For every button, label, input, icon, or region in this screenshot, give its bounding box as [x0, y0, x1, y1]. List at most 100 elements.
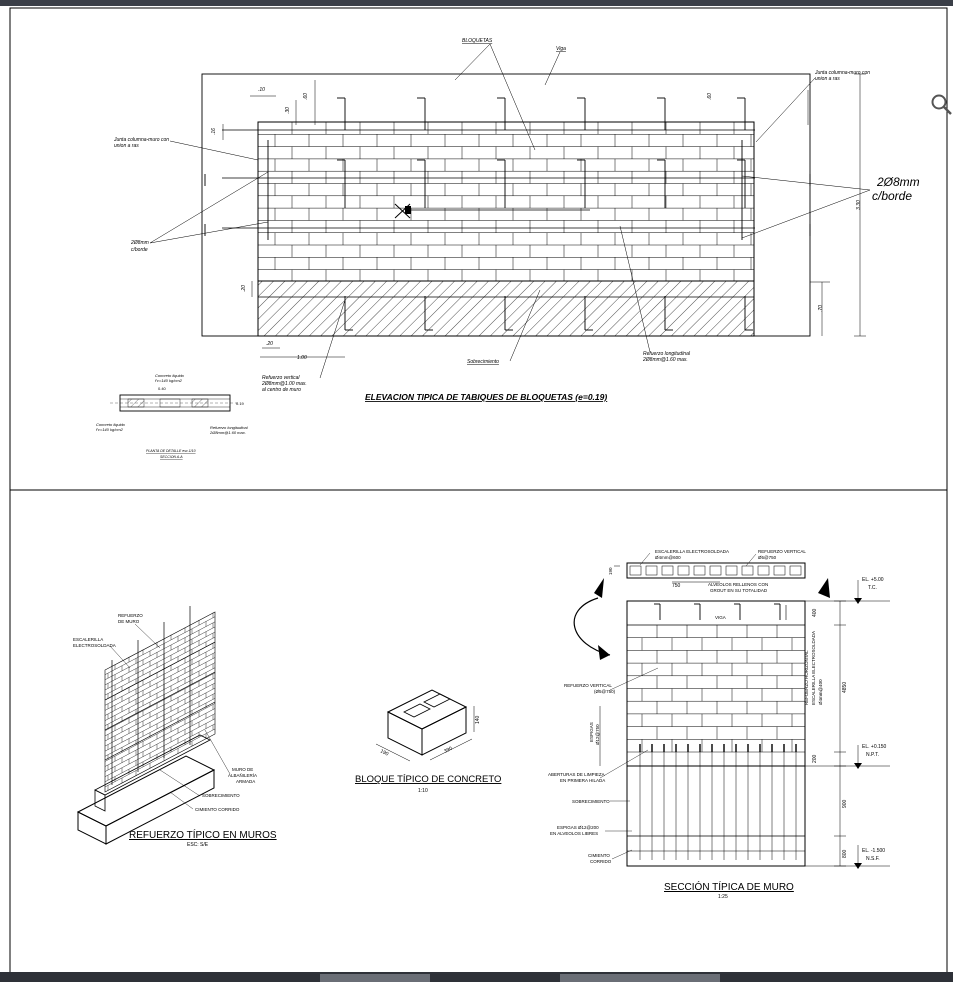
- zoom-icon[interactable]: [929, 92, 953, 116]
- sec-label-aberturas-1: ABERTURAS DE LIMPIEZA: [548, 772, 605, 777]
- sec-label-espigas-1: ESPIGAS Ø12@200: [557, 825, 599, 830]
- section-plan-strip: [626, 562, 806, 579]
- elevation-view: BLOQUETAS Viga Junta columna-muro con un…: [113, 38, 920, 402]
- section-brick-courses: [627, 624, 805, 753]
- dim-330: 3.30: [856, 200, 862, 210]
- sec-label-viga: VIGA: [715, 615, 726, 620]
- level-top-1: EL. +5.00: [862, 577, 884, 583]
- section-dimensions: [805, 580, 890, 867]
- plan-dim-top: 0.40: [158, 386, 167, 391]
- section-wall: [626, 600, 806, 767]
- iso-label-escalerilla-1: ESCALERILLA: [73, 637, 103, 642]
- label-bars-left-1: 2Ø8mm: [130, 240, 149, 246]
- iso-course: [104, 621, 216, 680]
- dim-100: 1.00: [297, 355, 307, 361]
- sec-label-espigas-left-2: Ø12@750: [595, 724, 600, 745]
- iso-course: [104, 636, 216, 696]
- plan-label-br-1: Refuerzo longitudinal: [210, 425, 248, 430]
- label-junta-right-1: Junta columna-muro con: [814, 70, 870, 76]
- sec-label-espigas-2: EN ALVEOLOS LIBRES: [550, 831, 598, 836]
- level-nsf-1: EL. -1.500: [862, 848, 885, 854]
- iso-course: [104, 626, 216, 686]
- plan-strip-cell: [757, 565, 770, 576]
- sec-label-side-2: ESCALERILLA ELECTROSOLDADA: [811, 631, 816, 705]
- wall-section: ESCALERILLA ELECTROSOLDADA Ø4mm@600 REFU…: [548, 549, 890, 900]
- iso-course: [104, 693, 216, 752]
- plan-dim-right: 0.19: [236, 401, 245, 406]
- level-npt-2: N.P.T.: [866, 752, 879, 758]
- plan-caption-1: PLANTA DE DETALLE esc.1/10: [146, 449, 196, 453]
- sec-label-aberturas-2: EN PRIMERA HILADA: [560, 778, 605, 783]
- plan-strip-cell: [645, 565, 658, 576]
- iso-course: [104, 718, 216, 777]
- label-junta-right-2: union a ras: [815, 76, 840, 82]
- iso-wall-face: [104, 611, 216, 793]
- level-npt-1: EL. +0.150: [862, 744, 887, 750]
- iso-course: [104, 657, 216, 716]
- iso-course: [104, 713, 216, 772]
- label-viga: Viga: [556, 46, 566, 52]
- iso-course: [104, 687, 216, 747]
- iso-title: REFUERZO TÍPICO EN MUROS: [129, 828, 277, 841]
- plan-strip-cells: [629, 565, 802, 576]
- label-refuerzo-vertical-2: 2Ø8mm@1.00 max.: [261, 381, 307, 387]
- iso-course: [104, 698, 216, 757]
- sec-dim-400: 400: [812, 608, 818, 617]
- section-spigots: [639, 752, 797, 860]
- sec-dim-200: 200: [812, 754, 818, 763]
- block-dim-190: 190: [379, 748, 389, 757]
- sec-label-alveolos-2: GROUT EN SU TOTALIDAD: [710, 588, 768, 593]
- iso-brick-wall: [104, 611, 216, 793]
- plan-label-top-1: Concreto liquido: [155, 373, 185, 378]
- sec-label-refvert-top-1: REFUERZO VERTICAL: [758, 549, 806, 554]
- iso-label-escalerilla-2: ELECTROSOLDADA: [73, 643, 116, 648]
- section-foundation: [626, 765, 806, 867]
- plan-strip-cell: [693, 565, 706, 576]
- iso-label-refuerzo-2: DE MURO: [118, 619, 140, 624]
- level-nsf-2: N.S.F.: [866, 856, 880, 862]
- sec-dim-750: 750: [672, 583, 681, 589]
- reinforcement-3d: REFUERZO DE MURO ESCALERILLA ELECTROSOLD…: [73, 606, 277, 848]
- plan-caption-2: SECCION A-A: [160, 455, 183, 459]
- iso-label-cimiento: CIMIENTO CORRIDO: [195, 807, 240, 812]
- sec-dim-4850: 4850: [842, 682, 848, 693]
- block-detail: 190 390 140 BLOQUE TÍPICO DE CONCRETO 1:…: [355, 689, 501, 794]
- plan-strip-cell: [661, 565, 674, 576]
- section-vertical-rebar: [654, 603, 787, 620]
- sec-label-refvert-1: REFUERZO VERTICAL: [564, 683, 612, 688]
- sec-label-sobrecimiento: SOBRECIMIENTO: [572, 799, 610, 804]
- label-refuerzo-long-2: 2Ø8mm@1.60 max.: [642, 357, 688, 363]
- iso-course: [104, 708, 216, 767]
- iso-label-sobrecimiento: SOBRECIMIENTO: [202, 793, 240, 798]
- brick-courses: [258, 122, 754, 282]
- plan-label-br-2: 2Ø8mm@1.60 max.: [209, 430, 246, 435]
- plan-label-bl-1: Concreto liquido: [96, 422, 126, 427]
- vertical-rebar: [204, 97, 811, 331]
- iso-label-muro-1: MURO DE: [232, 767, 253, 772]
- plan-detail: Concreto liquido f'c=140 kg/cm2 0.40 0.1…: [96, 373, 248, 459]
- label-sobrecimiento: Sobrecimiento: [467, 359, 499, 365]
- sec-label-refvert-top-2: Ø5@750: [758, 555, 777, 560]
- sec-label-side-1: REFUERZO HORIZONTAL: [804, 650, 809, 705]
- status-bar: [0, 972, 953, 982]
- iso-course: [104, 682, 216, 742]
- sec-label-cimiento-1: CIMIENTO: [588, 853, 610, 858]
- iso-scale: ESC: S/E: [187, 842, 209, 848]
- elevation-title: ELEVACION TIPICA DE TABIQUES DE BLOQUETA…: [365, 392, 607, 402]
- iso-label-refuerzo-1: REFUERZO: [118, 613, 143, 618]
- block-title: BLOQUE TÍPICO DE CONCRETO: [355, 774, 501, 785]
- label-junta-left-1: Junta columna-muro con: [113, 137, 169, 143]
- horizontal-rebar: [222, 129, 755, 229]
- plan-strip-cell: [725, 565, 738, 576]
- iso-course: [104, 723, 216, 782]
- plan-strip-cell: [709, 565, 722, 576]
- plan-strip-cell: [677, 565, 690, 576]
- label-refuerzo-long-1: Refuerzo longitudinal: [643, 351, 691, 357]
- sec-label-alveolos-1: ALVEOLOS RELLENOS CON: [708, 582, 768, 587]
- sec-label-escalerilla-1: ESCALERILLA ELECTROSOLDADA: [655, 549, 729, 554]
- dim-60a: .60: [303, 93, 309, 100]
- iso-course: [104, 667, 216, 726]
- plan-strip-cell: [773, 565, 786, 576]
- block-scale: 1:10: [418, 788, 428, 794]
